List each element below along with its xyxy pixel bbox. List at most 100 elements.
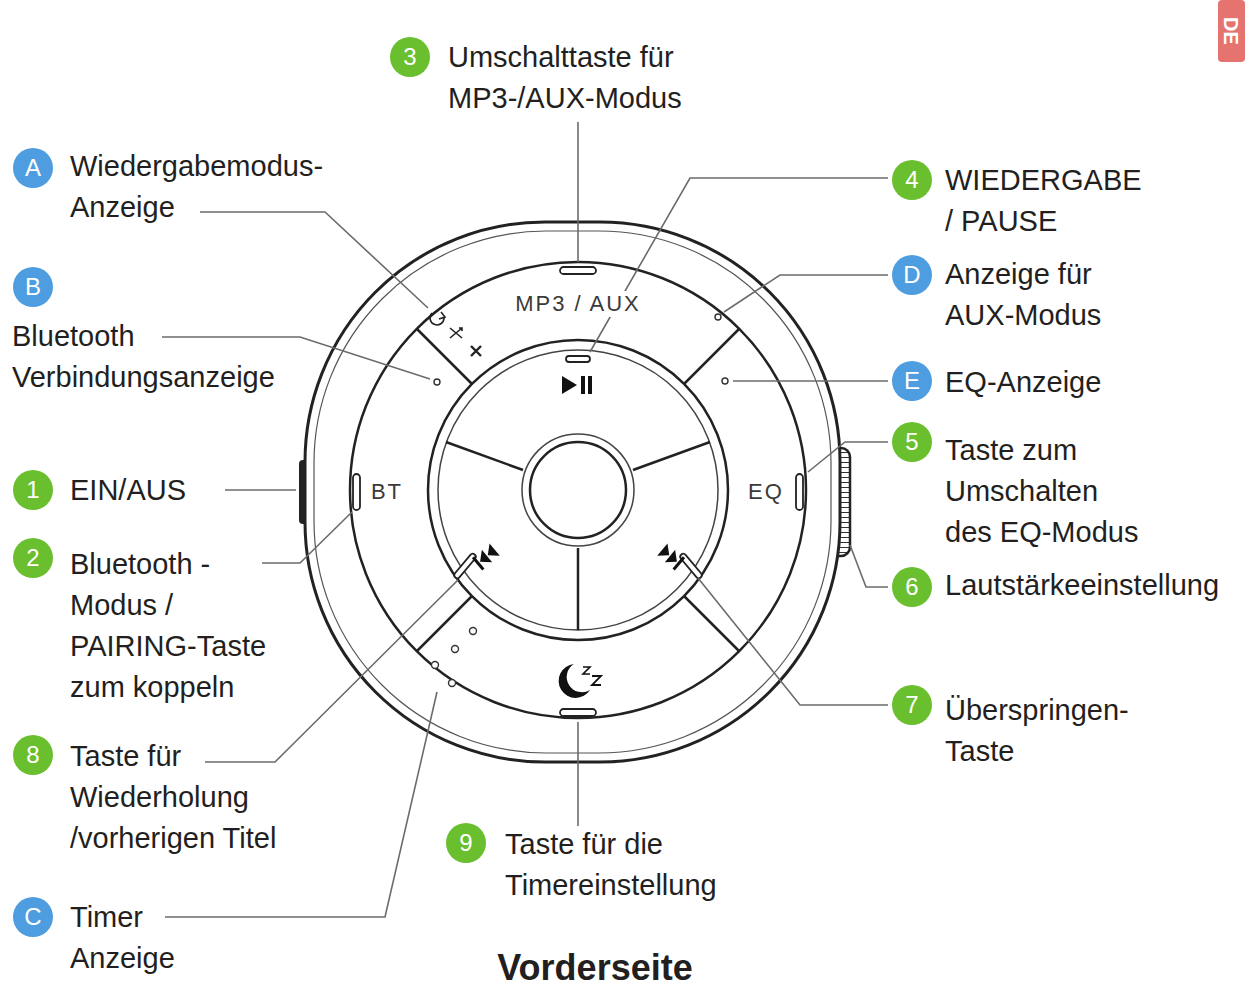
- callout-number: 5: [892, 422, 932, 462]
- callout-text: Taste für Wiederholung /vorherigen Titel: [70, 736, 360, 859]
- callout-number: B: [13, 267, 53, 307]
- callout-number: 6: [892, 567, 932, 607]
- callout-number: 2: [13, 538, 53, 578]
- callout-number: C: [13, 897, 53, 937]
- eq-led: [722, 378, 728, 384]
- pause-bar: [588, 376, 592, 394]
- leader-line: [808, 442, 888, 472]
- callout-number: E: [892, 361, 932, 401]
- callout-text: Wiedergabemodus- Anzeige: [70, 146, 390, 228]
- center-button: [530, 442, 626, 538]
- play-triangle: [562, 376, 577, 394]
- callout: CTimer Anzeige: [13, 897, 53, 937]
- leader-line: [698, 578, 888, 705]
- callout: 9Taste für die Timereinstellung: [446, 823, 486, 863]
- callout: 5Taste zum Umschalten des EQ-Modus: [892, 422, 932, 462]
- cross-symbol: [471, 346, 481, 356]
- leader-line: [733, 380, 888, 382]
- callout-number: 3: [390, 37, 430, 77]
- next-icon: [657, 543, 685, 570]
- callout: 3Umschalttaste für MP3-/AUX-Modus: [390, 37, 430, 77]
- timer-led: [432, 662, 439, 669]
- timer-led: [449, 680, 456, 687]
- inner-ring-edge: [438, 350, 718, 630]
- repeat-arrow: [439, 312, 445, 319]
- callout-text: Taste für die Timereinstellung: [505, 824, 805, 906]
- bar: [673, 556, 686, 570]
- device-label: BT: [368, 479, 406, 505]
- callout-number: 8: [13, 735, 53, 775]
- bt-led: [434, 379, 440, 385]
- leader-line: [590, 178, 888, 352]
- divider: [684, 329, 739, 384]
- repeat-symbol: [430, 313, 444, 325]
- leader-line: [262, 512, 352, 563]
- center-ring: [522, 434, 634, 546]
- button-dividers: [446, 442, 710, 630]
- leader-line: [225, 489, 296, 491]
- sleep-z: [592, 676, 601, 685]
- callout-text: Taste zum Umschalten des EQ-Modus: [945, 430, 1145, 553]
- pause-bar: [581, 376, 585, 394]
- slot: [453, 553, 477, 580]
- timer-icon: [559, 664, 601, 698]
- arrow: [483, 543, 500, 561]
- callout: 4WIEDERGABE / PAUSE: [892, 160, 932, 200]
- aux-led: [715, 314, 721, 320]
- callout-text: Bluetooth Verbindungsanzeige: [12, 316, 322, 398]
- callout: EEQ-Anzeige: [892, 361, 932, 401]
- sleep-z: [583, 667, 590, 674]
- divider: [633, 442, 710, 470]
- face-dividers: [417, 329, 739, 651]
- slot: [796, 474, 803, 510]
- callout-number: A: [13, 148, 53, 188]
- housing: [305, 222, 840, 762]
- callout: 2Bluetooth -Modus / PAIRING-Taste zum ko…: [13, 538, 53, 578]
- callout: 8Taste für Wiederholung /vorherigen Tite…: [13, 735, 53, 775]
- leader-lines: [162, 122, 888, 917]
- arrow: [665, 550, 682, 568]
- language-tab: [1218, 0, 1245, 62]
- callout-text: Überspringen- Taste: [945, 690, 1185, 772]
- divider: [684, 596, 739, 651]
- divider: [417, 329, 472, 384]
- callout-text: WIEDERGABE / PAUSE: [945, 160, 1150, 242]
- leader-line: [850, 545, 888, 587]
- leader-line: [724, 275, 888, 312]
- callout-text: Anzeige für AUX-Modus: [945, 254, 1155, 336]
- device-label: MP3 / AUX: [512, 291, 644, 317]
- divider: [577, 548, 580, 630]
- callout: DAnzeige für AUX-Modus: [892, 255, 932, 295]
- housing-edge: [314, 231, 831, 753]
- callout-text: EIN/AUS: [70, 470, 270, 511]
- callout-number: 4: [892, 160, 932, 200]
- callout: AWiedergabemodus- Anzeige: [13, 148, 53, 188]
- leader-line: [577, 722, 579, 826]
- callout: 1EIN/AUS: [13, 470, 53, 510]
- callout-text: Bluetooth -Modus / PAIRING-Taste zum kop…: [70, 544, 285, 708]
- leader-line: [200, 212, 428, 308]
- callout-text: Timer Anzeige: [70, 897, 200, 979]
- play-pause-icon: [562, 376, 592, 394]
- caption: Vorderseite: [497, 950, 692, 986]
- divider: [446, 442, 523, 470]
- shuffle-symbol: [450, 328, 462, 338]
- timer-led: [452, 646, 459, 653]
- callout: 7Überspringen- Taste: [892, 685, 932, 725]
- callout: 6Lautstärkeeinstellung: [892, 567, 932, 607]
- leader-line: [205, 580, 458, 762]
- control-face: [350, 262, 806, 718]
- slot: [353, 474, 360, 510]
- callout-text: Lautstärkeeinstellung: [945, 565, 1219, 606]
- indicator-dots: [432, 314, 729, 687]
- divider: [417, 596, 472, 651]
- slot: [560, 267, 596, 274]
- callout-number: D: [892, 255, 932, 295]
- callout-number: 1: [13, 470, 53, 510]
- device-label: EQ: [745, 479, 787, 505]
- led-slots: [353, 267, 803, 716]
- callout-number: 7: [892, 685, 932, 725]
- inner-ring: [428, 340, 728, 640]
- leader-line: [577, 122, 579, 262]
